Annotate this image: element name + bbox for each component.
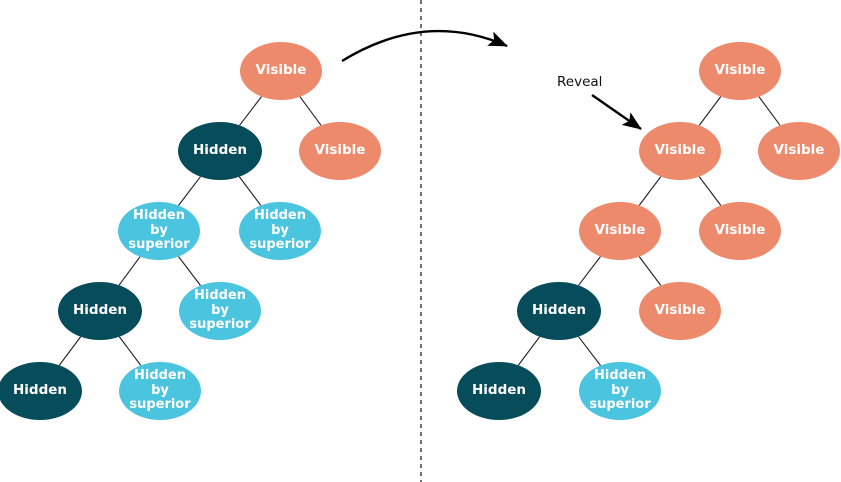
tree-node-label: Hidden (192, 142, 248, 159)
tree-edge (239, 96, 262, 126)
tree-node-label: Visible (773, 142, 825, 159)
tree-edge (638, 256, 662, 286)
tree-node-label: Visible (255, 62, 307, 79)
tree-node-visible[interactable]: Visible (758, 122, 840, 180)
tree-edge (578, 256, 601, 286)
tree-edge (238, 176, 262, 206)
tree-node-visible[interactable]: Visible (299, 122, 381, 180)
tree-edge (758, 96, 781, 126)
tree-node-visible[interactable]: Visible (579, 202, 661, 260)
tree-node-hidden[interactable]: Hidden (0, 362, 82, 420)
tree-edge (638, 176, 662, 206)
tree-node-visible[interactable]: Visible (240, 42, 322, 100)
tree-node-label: Visible (714, 222, 766, 239)
tree-node-label: Visible (654, 142, 706, 159)
tree-edge (517, 336, 541, 366)
tree-edge (698, 96, 722, 126)
tree-node-visible[interactable]: Visible (639, 122, 721, 180)
reveal-arrow (591, 94, 642, 130)
tree-node-label: Visible (314, 142, 366, 159)
tree-edge (178, 176, 201, 206)
tree-node-label: Hidden (72, 302, 128, 319)
tree-node-hidden[interactable]: Hidden (457, 362, 541, 420)
tree-node-hidden[interactable]: Hidden (178, 122, 262, 180)
tree-edge (578, 336, 601, 366)
tree-node-hidden[interactable]: Hidden (517, 282, 601, 340)
tree-node-label: Hidden (12, 382, 68, 399)
tree-node-label: Visible (594, 222, 646, 239)
transition-arrow (341, 29, 508, 63)
tree-edge (698, 176, 722, 206)
tree-edge (118, 336, 142, 366)
tree-node-label: Hidden (471, 382, 527, 399)
tree-edge (58, 336, 82, 366)
reveal-label: Reveal (557, 74, 603, 90)
tree-node-label: Visible (654, 302, 706, 319)
tree-node-hidden[interactable]: Hidden (58, 282, 142, 340)
tree-node-visible[interactable]: Visible (699, 42, 781, 100)
tree-edge (178, 256, 201, 286)
tree-node-label: Hidden (531, 302, 587, 319)
tree-node-visible[interactable]: Visible (699, 202, 781, 260)
tree-edge (118, 256, 141, 286)
tree-edge (299, 96, 322, 126)
tree-node-label: Visible (714, 62, 766, 79)
tree-node-visible[interactable]: Visible (639, 282, 721, 340)
